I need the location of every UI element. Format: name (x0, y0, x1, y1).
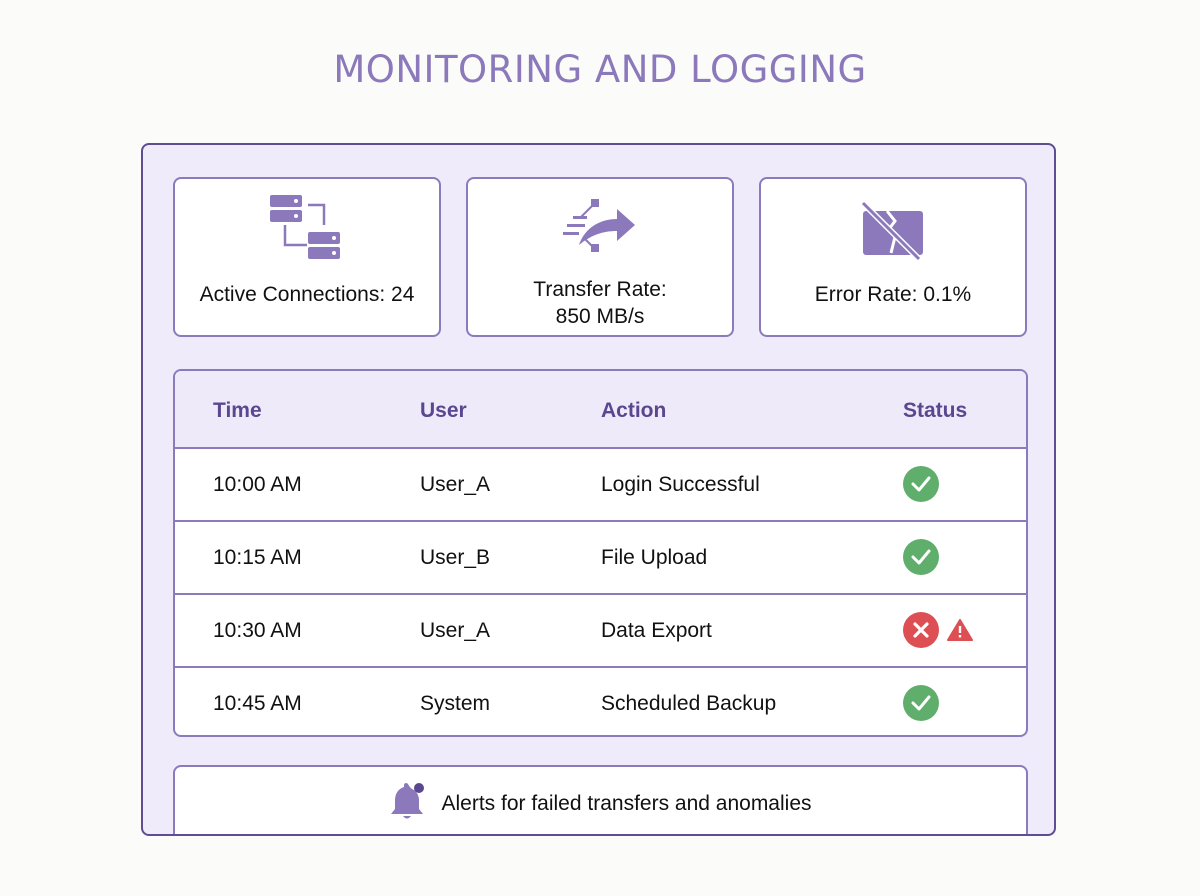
cell-user: User_A (420, 473, 491, 496)
cell-status (903, 539, 939, 580)
cell-time: 10:15 AM (213, 546, 302, 569)
bell-notification-icon (389, 781, 427, 826)
server-connections-icon (270, 195, 344, 266)
cell-action: Login Successful (601, 473, 760, 496)
error-disabled-icon (860, 200, 925, 266)
success-check-icon (903, 466, 939, 507)
monitoring-panel: Active Connections: 24 Transfer Rate: 85… (141, 143, 1056, 836)
cell-time: 10:45 AM (213, 692, 302, 715)
active-connections-label: Active Connections: 24 (199, 283, 415, 306)
activity-log-table: Time User Action Status 10:00 AM User_A … (173, 369, 1028, 737)
cell-user: User_B (420, 546, 491, 569)
alerts-text: Alerts for failed transfers and anomalie… (441, 791, 812, 815)
error-x-icon (903, 612, 939, 653)
table-header: Time User Action Status (175, 371, 1026, 449)
transfer-rate-label-line2: 850 MB/s (555, 305, 645, 328)
transfer-arrow-icon (563, 199, 637, 260)
warning-triangle-icon (947, 619, 973, 646)
page-title: MONITORING AND LOGGING (333, 48, 867, 91)
cell-action: Data Export (601, 619, 712, 642)
alerts-banner[interactable]: Alerts for failed transfers and anomalie… (173, 765, 1028, 834)
cell-user: User_A (420, 619, 491, 642)
table-row[interactable]: 10:00 AM User_A Login Successful (175, 449, 1026, 522)
header-status[interactable]: Status (903, 399, 968, 422)
cell-user: System (420, 692, 491, 715)
cell-action: File Upload (601, 546, 708, 569)
header-user[interactable]: User (420, 399, 467, 422)
metric-card-active-connections: Active Connections: 24 (173, 177, 441, 337)
cell-time: 10:00 AM (213, 473, 302, 496)
cell-time: 10:30 AM (213, 619, 302, 642)
table-row[interactable]: 10:15 AM User_B File Upload (175, 522, 1026, 595)
transfer-rate-label-line1: Transfer Rate: (533, 278, 667, 301)
table-row[interactable]: 10:30 AM User_A Data Export (175, 595, 1026, 668)
header-time[interactable]: Time (213, 399, 262, 422)
cell-status (903, 466, 939, 507)
error-rate-label: Error Rate: 0.1% (814, 283, 972, 306)
success-check-icon (903, 539, 939, 580)
cell-action: Scheduled Backup (601, 692, 777, 715)
metric-card-error-rate: Error Rate: 0.1% (759, 177, 1027, 337)
metric-card-transfer-rate: Transfer Rate: 850 MB/s (466, 177, 734, 337)
success-check-icon (903, 685, 939, 726)
cell-status (903, 685, 939, 726)
table-row[interactable]: 10:45 AM System Scheduled Backup (175, 668, 1026, 735)
header-action[interactable]: Action (601, 399, 667, 422)
cell-status (903, 612, 973, 653)
